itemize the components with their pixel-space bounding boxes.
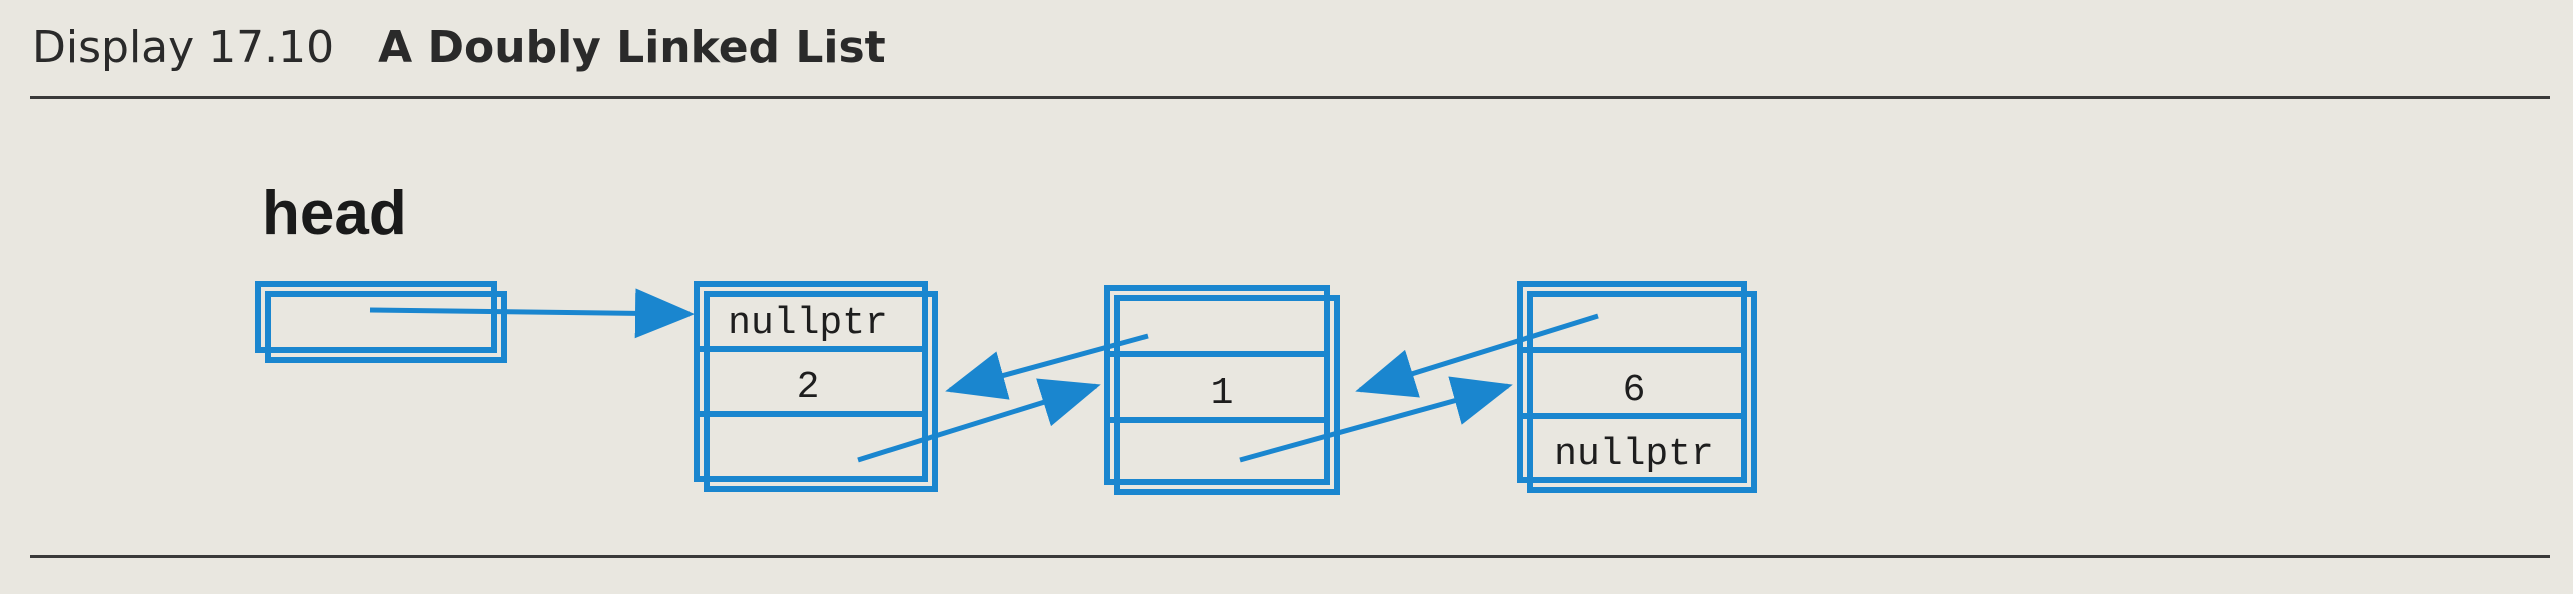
caption-title: A Doubly Linked List [378,22,886,73]
top-rule [30,96,2550,99]
node-2-next-arrow [1239,376,1513,463]
node-1-prev: nullptr [728,302,888,345]
node-2-value: 1 [1211,372,1234,415]
head-label: head [262,179,407,248]
caption-number: 17.10 [208,22,335,73]
node-3-prev-arrow [1355,313,1599,398]
node-1-next-arrow [857,378,1101,463]
node-1: nullptr 2 [694,281,938,492]
caption-label: Display [32,22,195,73]
node-3: 6 nullptr [1517,281,1757,493]
node-2: 1 [1104,285,1340,495]
node-3-value: 6 [1623,369,1646,412]
head-to-node-1-arrow [369,288,695,339]
node-3-next: nullptr [1554,433,1714,476]
head-pointer-box [255,281,507,363]
node-2-prev-arrow [945,333,1149,400]
node-1-value: 2 [797,366,820,409]
bottom-rule [30,555,2550,558]
figure-caption: Display 17.10 A Doubly Linked List [32,22,886,73]
